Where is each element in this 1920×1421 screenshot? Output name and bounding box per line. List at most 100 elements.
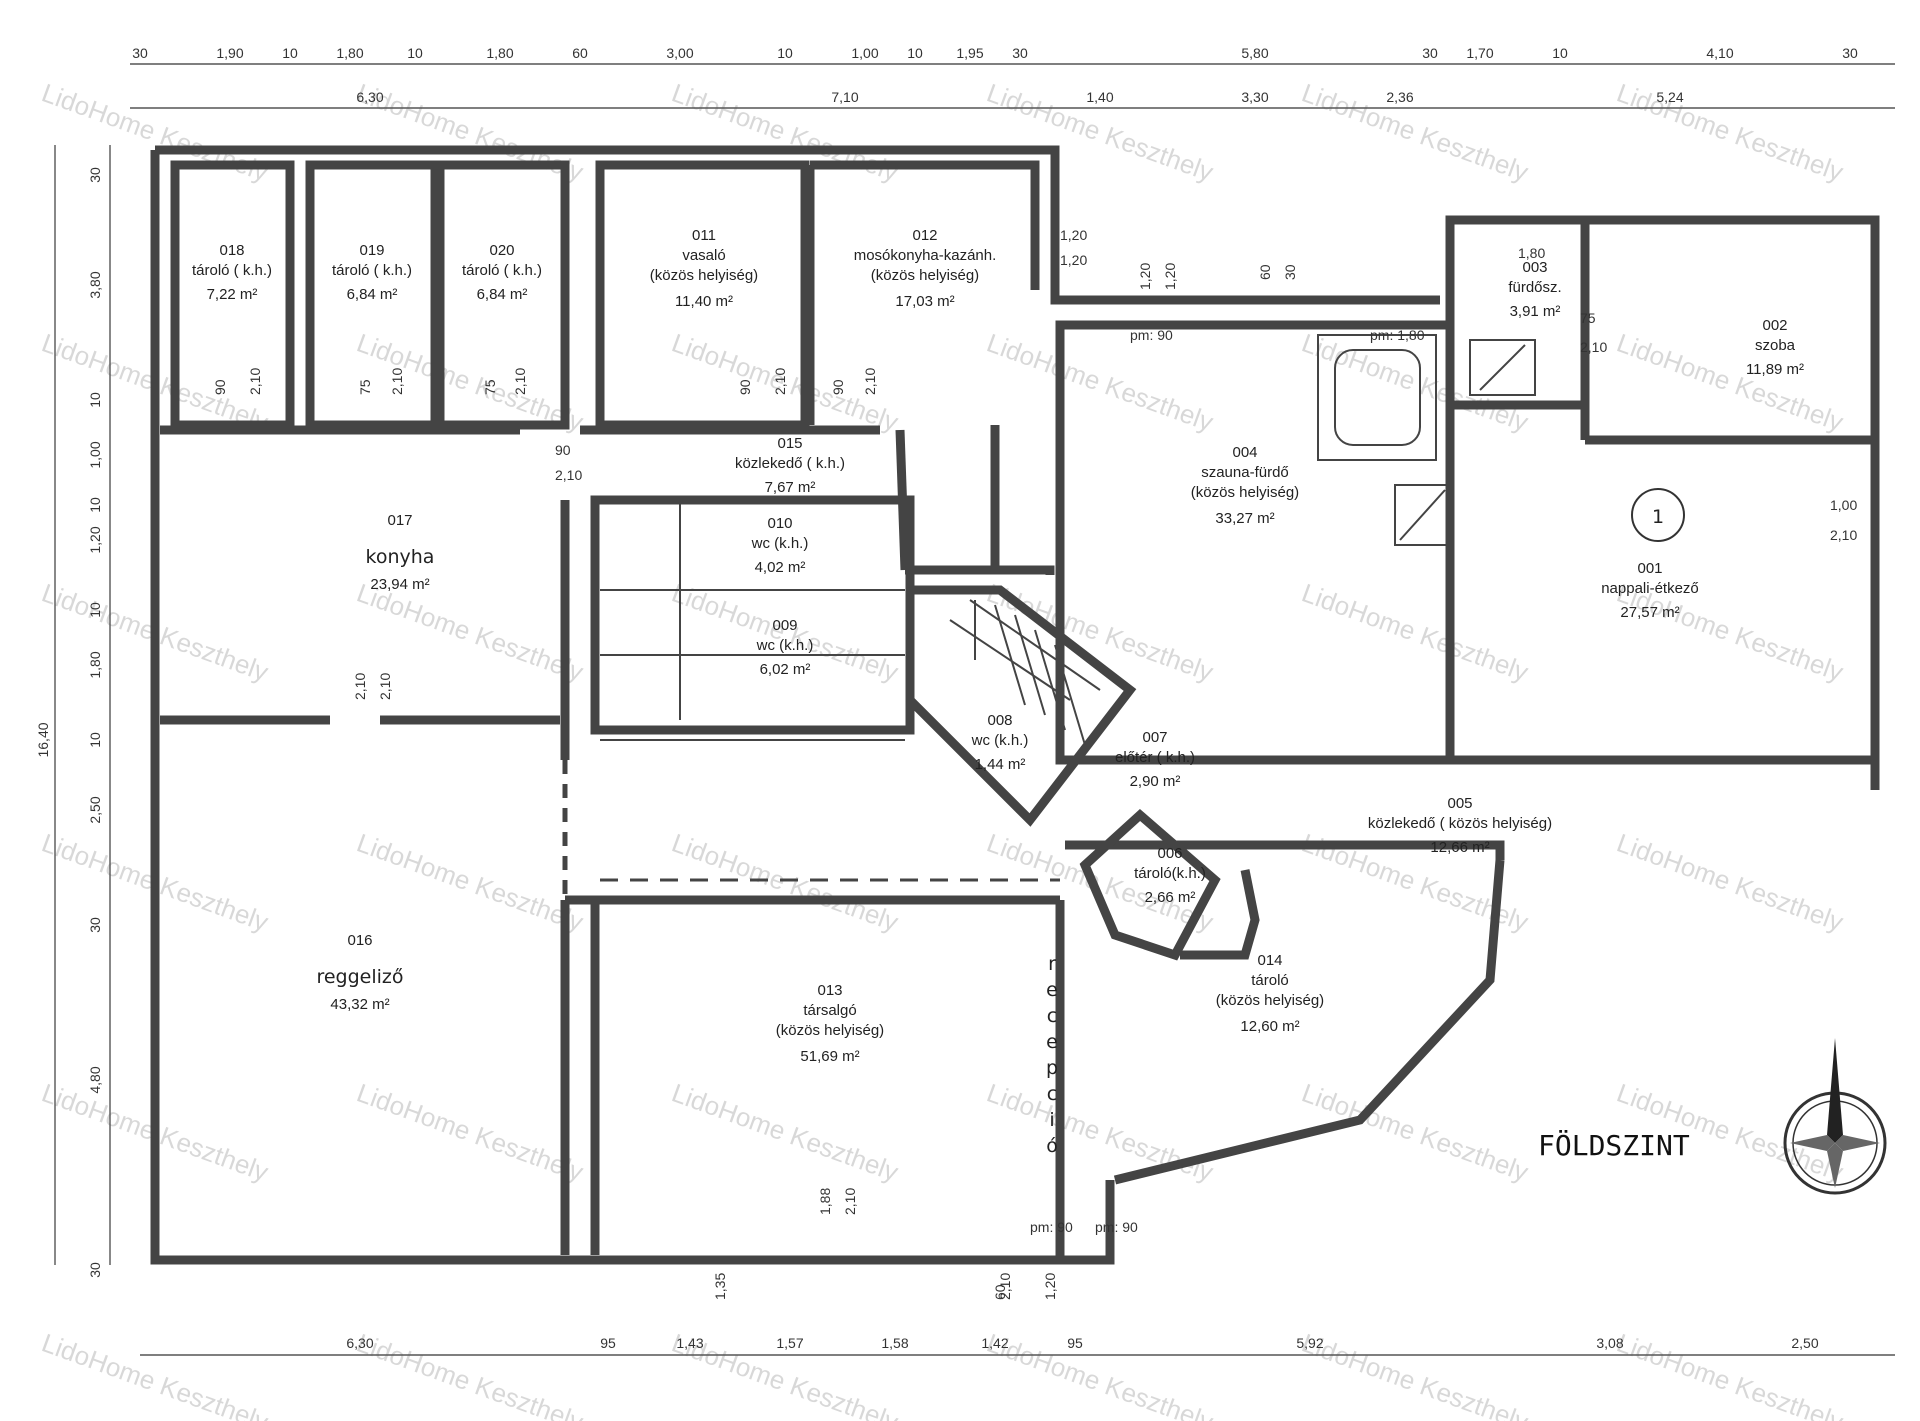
room-name: mosókonyha-kazánh. (854, 247, 997, 264)
top-dim-label: 30 (1842, 45, 1858, 61)
room-area: 2,66 m² (1145, 889, 1196, 906)
room-name: tároló ( k.h.) (462, 262, 542, 279)
room-name: wc (k.h.) (751, 535, 809, 552)
top-dim-label: 1,90 (216, 45, 243, 61)
dashed-openings (562, 729, 1060, 903)
room-name: vasaló (682, 247, 725, 264)
door-dimension: 2,10 (1580, 339, 1607, 355)
room-id: 011 (692, 227, 716, 244)
room-name: közlekedő ( k.h.) (735, 455, 845, 472)
watermark-text: LidoHome Keszthely (1298, 1077, 1532, 1187)
floor-title: FÖLDSZINT (1538, 1128, 1690, 1162)
room-010: 010 wc (k.h.) 4,02 m² (751, 515, 809, 576)
left-dim-label: 1,20 (87, 526, 103, 553)
bottom-dim-label: 3,08 (1596, 1335, 1623, 1351)
reception-letter: r (1048, 953, 1056, 975)
door-dimension: 1,35 (712, 1273, 728, 1300)
room-id: 003 (1522, 259, 1547, 276)
room-name: wc (k.h.) (756, 637, 814, 654)
door-dimension: 2,10 (772, 368, 788, 395)
watermark-text: LidoHome Keszthely (353, 77, 587, 187)
walls (150, 145, 1880, 1265)
room-area: 2,90 m² (1130, 773, 1181, 790)
room-area: 4,02 m² (755, 559, 806, 576)
door-dimension: 2,10 (1830, 527, 1857, 543)
room-area: 51,69 m² (800, 1048, 859, 1065)
room-id: 019 (359, 242, 384, 259)
room-area: 23,94 m² (370, 576, 429, 593)
door-dimension: 2,10 (555, 467, 582, 483)
top-dim-label: 3,30 (1241, 89, 1268, 105)
top-dim-label: 1,40 (1086, 89, 1113, 105)
room-id: 010 (767, 515, 792, 532)
door-dimension: 2,10 (389, 368, 405, 395)
watermark-text: LidoHome Keszthely (983, 1077, 1217, 1187)
left-dim-label: 30 (87, 917, 103, 933)
watermark-text: LidoHome Keszthely (353, 577, 587, 687)
reception-letter: i (1049, 1109, 1054, 1131)
door-dimension: 60 (992, 1284, 1008, 1300)
door-dimension: 1,20 (1162, 263, 1178, 290)
room-area: 12,60 m² (1240, 1018, 1299, 1035)
door-dimension: pm: 90 (1095, 1219, 1138, 1235)
bottom-dim-label: 5,92 (1296, 1335, 1323, 1351)
room-id: 008 (987, 712, 1012, 729)
room-area: 11,89 m² (1746, 361, 1804, 378)
door-dimension: 1,20 (1060, 252, 1087, 268)
top-dim-label: 4,10 (1706, 45, 1733, 61)
watermark-text: LidoHome Keszthely (353, 827, 587, 937)
door-dimension: 90 (830, 379, 846, 395)
left-dim-label: 10 (87, 392, 103, 408)
top-dim-label: 2,36 (1386, 89, 1413, 105)
room-name: közlekedő ( közös helyiség) (1368, 815, 1552, 832)
door-dimension: 1,20 (1042, 1273, 1058, 1300)
watermark-text: LidoHome Keszthely (668, 1077, 902, 1187)
top-dim-label: 1,80 (486, 45, 513, 61)
top-dim-label: 30 (1012, 45, 1028, 61)
top-dim-label: 30 (132, 45, 148, 61)
door-dimension: 75 (1580, 310, 1596, 326)
watermark-text: LidoHome Keszthely (1613, 827, 1847, 937)
door-dimension: 1,88 (817, 1188, 833, 1215)
room-area: 12,66 m² (1430, 839, 1489, 856)
room-id: 020 (489, 242, 514, 259)
room-id: 007 (1142, 729, 1167, 746)
left-dim-label: 3,80 (87, 271, 103, 298)
door-dimension: 90 (737, 379, 753, 395)
room-area: 6,84 m² (347, 286, 398, 303)
unit-number: 1 (1652, 506, 1664, 528)
left-dim-label: 4,80 (87, 1066, 103, 1093)
room-note: (közös helyiség) (650, 267, 758, 284)
door-dimension: 90 (212, 379, 228, 395)
room-id: 013 (817, 982, 842, 999)
top-dim-label: 60 (572, 45, 588, 61)
room-note: (közös helyiség) (871, 267, 979, 284)
door-dimension: 30 (1282, 264, 1298, 280)
room-id: 015 (777, 435, 802, 452)
room-area: 3,91 m² (1510, 303, 1561, 320)
watermark-text: LidoHome Keszthely (353, 1327, 587, 1421)
room-id: 017 (387, 512, 412, 529)
left-dim-label: 10 (87, 497, 103, 513)
door-dimension: 1,20 (1137, 263, 1153, 290)
bottom-dim-label: 1,42 (981, 1335, 1008, 1351)
bottom-dim-label: 95 (600, 1335, 616, 1351)
door-dimension: 1,80 (1518, 245, 1545, 261)
top-dim-label: 1,00 (851, 45, 878, 61)
top-dim-label: 3,00 (666, 45, 693, 61)
room-id: 004 (1232, 444, 1257, 461)
